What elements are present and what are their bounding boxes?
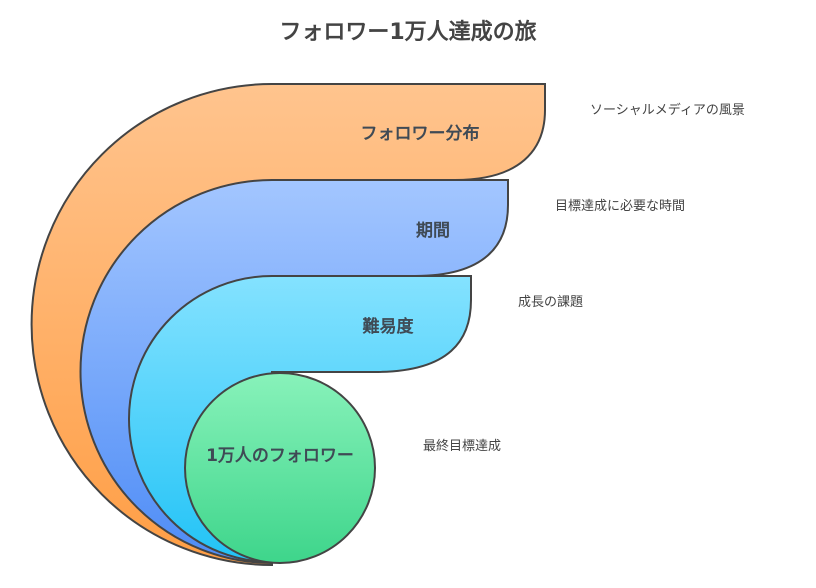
layer-description: 成長の課題 (518, 295, 584, 310)
layer-label: フォロワー分布 (360, 124, 480, 144)
layer-description: 目標達成に必要な時間 (555, 199, 686, 214)
layer-label: 1万人のフォロワー (206, 446, 354, 466)
layer-label: 難易度 (362, 317, 414, 337)
layer-shape-goal (184, 372, 376, 564)
diagram-title: フォロワー1万人達成の旅 (279, 20, 537, 45)
layer-description: 最終目標達成 (423, 439, 502, 454)
layer-description: ソーシャルメディアの風景 (590, 103, 745, 118)
layer-label: 期間 (416, 221, 450, 241)
